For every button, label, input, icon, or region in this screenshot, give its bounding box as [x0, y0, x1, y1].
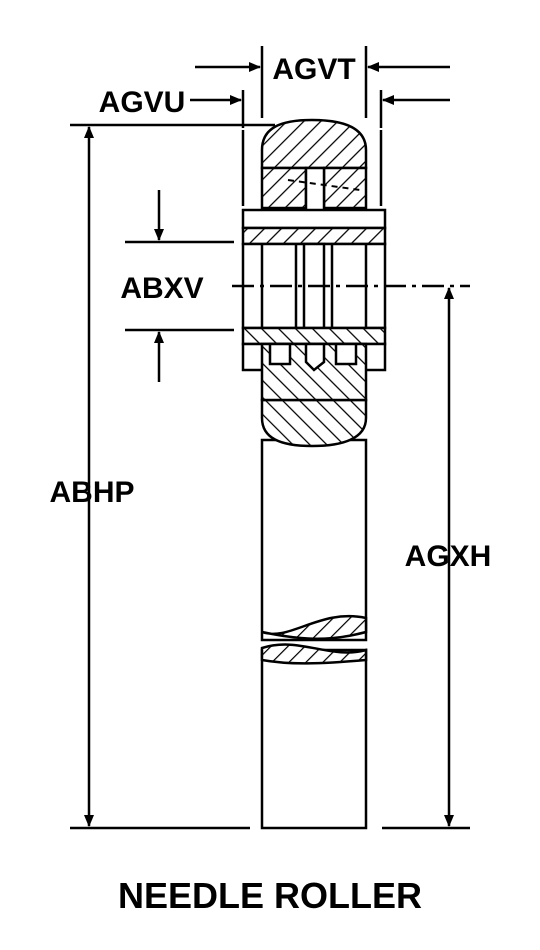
shaft-break-lower — [260, 643, 368, 665]
dimension-label-abhp: ABHP — [49, 476, 134, 509]
center-pin-upper — [304, 166, 326, 214]
dimension-label-agvu: AGVU — [99, 86, 186, 119]
dimension-label-agvt: AGVT — [272, 53, 355, 86]
dimension-label-agxh: AGXH — [405, 540, 492, 573]
stud-shaft-lower — [260, 648, 368, 830]
dimension-lines — [70, 46, 470, 830]
dimension-label-abxv: ABXV — [120, 272, 203, 305]
flange-upper — [241, 208, 387, 230]
roller-part — [241, 118, 387, 830]
diagram-title: NEEDLE ROLLER — [118, 875, 422, 916]
outer-ring-bottom — [260, 398, 368, 448]
shaft-break-upper — [261, 615, 368, 641]
inner-body-upper-left — [260, 166, 308, 210]
outer-ring-top — [260, 118, 368, 170]
stud-shaft-upper — [260, 438, 368, 642]
